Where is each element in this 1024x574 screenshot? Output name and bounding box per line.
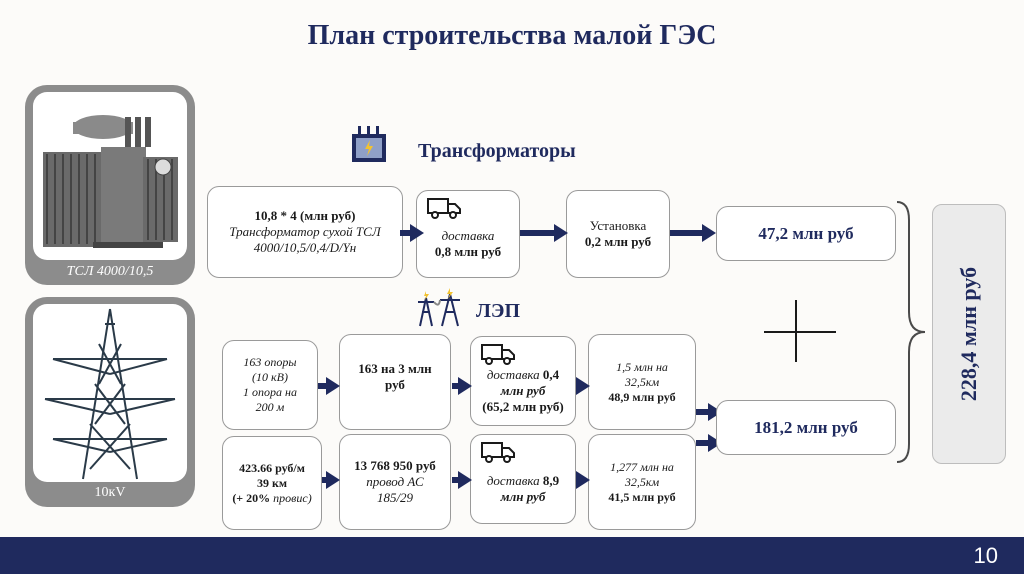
transformer-delivery-label: доставка	[441, 228, 495, 243]
lep2-delivery-value1: 8,9	[542, 473, 560, 488]
lep1-delivery-value2: млн руб	[500, 383, 546, 398]
transformer-model: Трансформатор сухой ТСЛ 4000/10,5/0,4/D/…	[229, 224, 381, 255]
transformer-cost-value: 10,8 * 4 (млн руб)	[254, 208, 356, 223]
lep1-install-line2: 32,5км	[624, 374, 660, 389]
lep1-cost-value: 163 на 3 млн руб	[358, 361, 432, 392]
page-title: План строительства малой ГЭС	[307, 20, 717, 51]
lep2-cost-box: 13 768 950 руб провод АС 185/29	[339, 434, 451, 530]
lep2-install-box: 1,277 млн на 32,5км 41,5 млн руб	[588, 434, 696, 530]
lep2-cost-line2: провод АС	[366, 474, 424, 489]
lep2-install-total: 41,5 млн руб	[608, 489, 676, 504]
lep1-cost-box: 163 на 3 млн руб	[339, 334, 451, 430]
lep2-spec-line1: 423.66 руб/м	[239, 460, 305, 475]
lep1-install-box: 1,5 млн на 32,5км 48,9 млн руб	[588, 334, 696, 430]
plus-sign	[762, 298, 838, 369]
transformer-install-box: Установка 0,2 млн руб	[566, 190, 670, 278]
transformer-image	[33, 92, 187, 260]
footer-bar: 10	[0, 537, 1024, 574]
lep1-delivery-value3: (65,2 млн руб)	[482, 399, 564, 414]
tower-photo-card: 10кV	[25, 297, 195, 507]
lep2-install-line1: 1,277 млн на	[610, 459, 674, 474]
lep2-spec-italic: провис)	[273, 490, 312, 505]
tower-caption: 10кV	[94, 485, 126, 500]
delivery-truck-icon	[481, 442, 515, 463]
transformer-result-box: 47,2 млн руб	[716, 206, 896, 261]
transformer-photo-card: ТСЛ 4000/10,5	[25, 85, 195, 285]
page-number: 10	[973, 543, 998, 568]
transformer-install-value: 0,2 млн руб	[584, 234, 652, 249]
lep1-spec-line1: 163 опоры	[243, 355, 297, 369]
delivery-truck-icon	[427, 198, 461, 219]
transformer-delivery-value: 0,8 млн руб	[434, 244, 502, 259]
transformer-cost-box: 10,8 * 4 (млн руб) Трансформатор сухой Т…	[207, 186, 403, 278]
transformer-install-label: Установка	[589, 218, 647, 233]
total-box: 228,4 млн руб	[932, 204, 1006, 464]
transformer-icon	[350, 124, 388, 169]
lep1-install-total: 48,9 млн руб	[608, 389, 676, 404]
lep1-install-line1: 1,5 млн на	[616, 359, 668, 374]
lep1-spec-box: 163 опоры (10 кВ) 1 опора на 200 м	[222, 340, 318, 430]
lep2-cost-line1: 13 768 950 руб	[354, 458, 436, 473]
lep2-install-line2: 32,5км	[624, 474, 660, 489]
lep2-delivery-box: доставка 8,9 млн руб	[470, 434, 576, 524]
transformer-caption: ТСЛ 4000/10,5	[66, 264, 154, 279]
lep2-spec-box: 423.66 руб/м 39 км (+ 20% провис)	[222, 436, 322, 530]
lep1-spec-line3: 1 опора на	[243, 385, 297, 399]
lep-heading: ЛЭП	[476, 300, 521, 322]
lep2-delivery-value2: млн руб	[500, 489, 546, 504]
lep2-cost-line3: 185/29	[376, 490, 414, 505]
lep2-spec-bold: (+ 20%	[232, 490, 271, 505]
transformers-heading: Трансформаторы	[418, 140, 576, 162]
total-value: 228,4 млн руб	[956, 266, 981, 402]
lep2-delivery-label: доставка	[486, 473, 540, 488]
lep-result-value: 181,2 млн руб	[754, 417, 858, 437]
lep-result-box: 181,2 млн руб	[716, 400, 896, 455]
power-line-icon	[414, 288, 466, 333]
lep1-spec-line4: 200 м	[255, 400, 285, 414]
lep1-delivery-value1: 0,4	[542, 367, 560, 382]
lep1-delivery-box: доставка 0,4 млн руб (65,2 млн руб)	[470, 336, 576, 426]
delivery-truck-icon	[481, 344, 515, 365]
transformer-delivery-box: доставка 0,8 млн руб	[416, 190, 520, 278]
tower-image	[33, 304, 187, 482]
transformer-result-value: 47,2 млн руб	[758, 223, 854, 243]
lep1-spec-line2: (10 кВ)	[252, 370, 288, 384]
sum-brace	[895, 200, 929, 469]
lep2-spec-line2: 39 км	[256, 475, 288, 490]
lep1-delivery-label: доставка	[486, 367, 540, 382]
